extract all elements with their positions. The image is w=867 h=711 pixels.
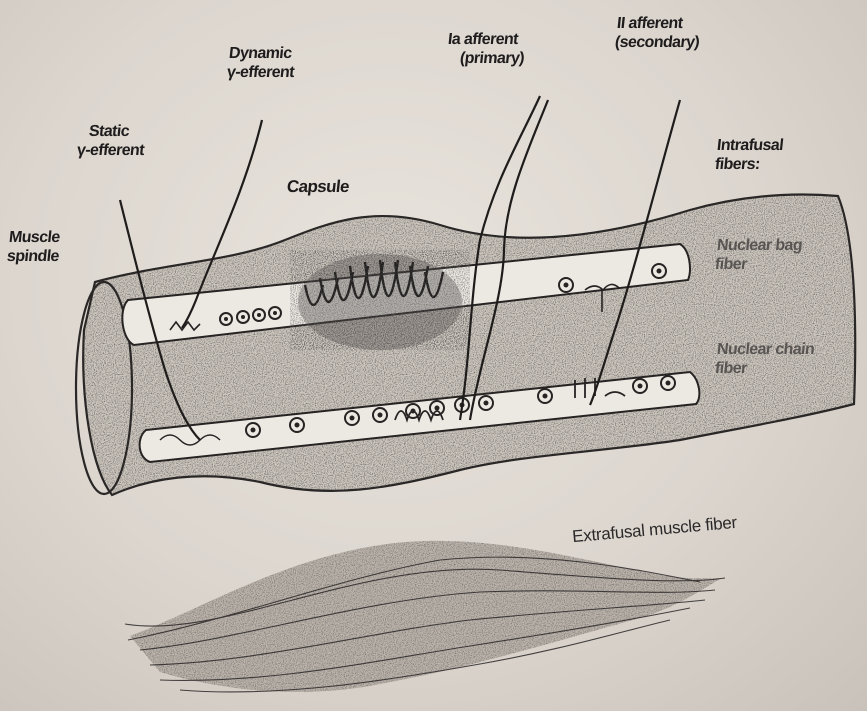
label-static-gamma-efferent: Static γ-efferent [86,122,147,160]
label-nuclear-chain-fiber: Nuclear chain fiber [714,340,815,378]
label-ia-afferent: Ia afferent (primary) [445,30,527,68]
label-dynamic-gamma-efferent: Dynamic γ-efferent [226,44,297,82]
extrafusal-muscle-fiber [120,530,740,710]
label-intrafusal-fibers: Intrafusal fibers: [714,136,784,174]
label-ii-afferent: II afferent (secondary) [614,14,702,52]
label-muscle-spindle: Muscle spindle [6,228,62,266]
label-nuclear-bag-fiber: Nuclear bag fiber [714,236,803,274]
label-capsule: Capsule [286,177,350,196]
primary-annulospiral-ending [290,250,470,350]
